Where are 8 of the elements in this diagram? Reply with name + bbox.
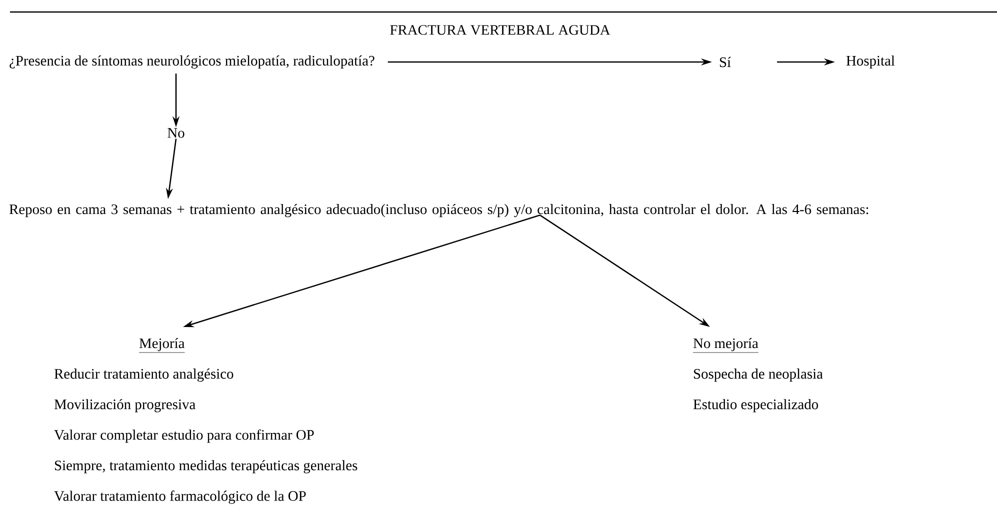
outcome-list: No mejoría Sospecha de neoplasia Estudio especializado bbox=[692, 338, 823, 412]
answer-text: No bbox=[168, 128, 184, 138]
title: FRACTURA VERTEBRAL AGUDA bbox=[390, 25, 610, 35]
question-text: ¿Presencia de síntomas neurológicos mielopatía, radiculopatía? bbox=[10, 55, 374, 69]
treatment-text: Reposo en cama 3 semanas + tratamiento analgésico adecuado(incluso opiáceos s/p) y/o calcitonina, hasta controlar el dolor. A las 4-6 semanas: bbox=[9, 204, 868, 218]
answer-text: Sí bbox=[720, 56, 731, 68]
outcome-list: Mejoría Reducir tratamiento analgésico Movilización progresiva Valorar completar estudio para confirmar OP Siempre, tratamiento medidas terapéuticas generales Valorar tratamiento farmacológico de la OP bbox=[54, 338, 358, 504]
outcome-text: Hospital bbox=[846, 55, 895, 69]
